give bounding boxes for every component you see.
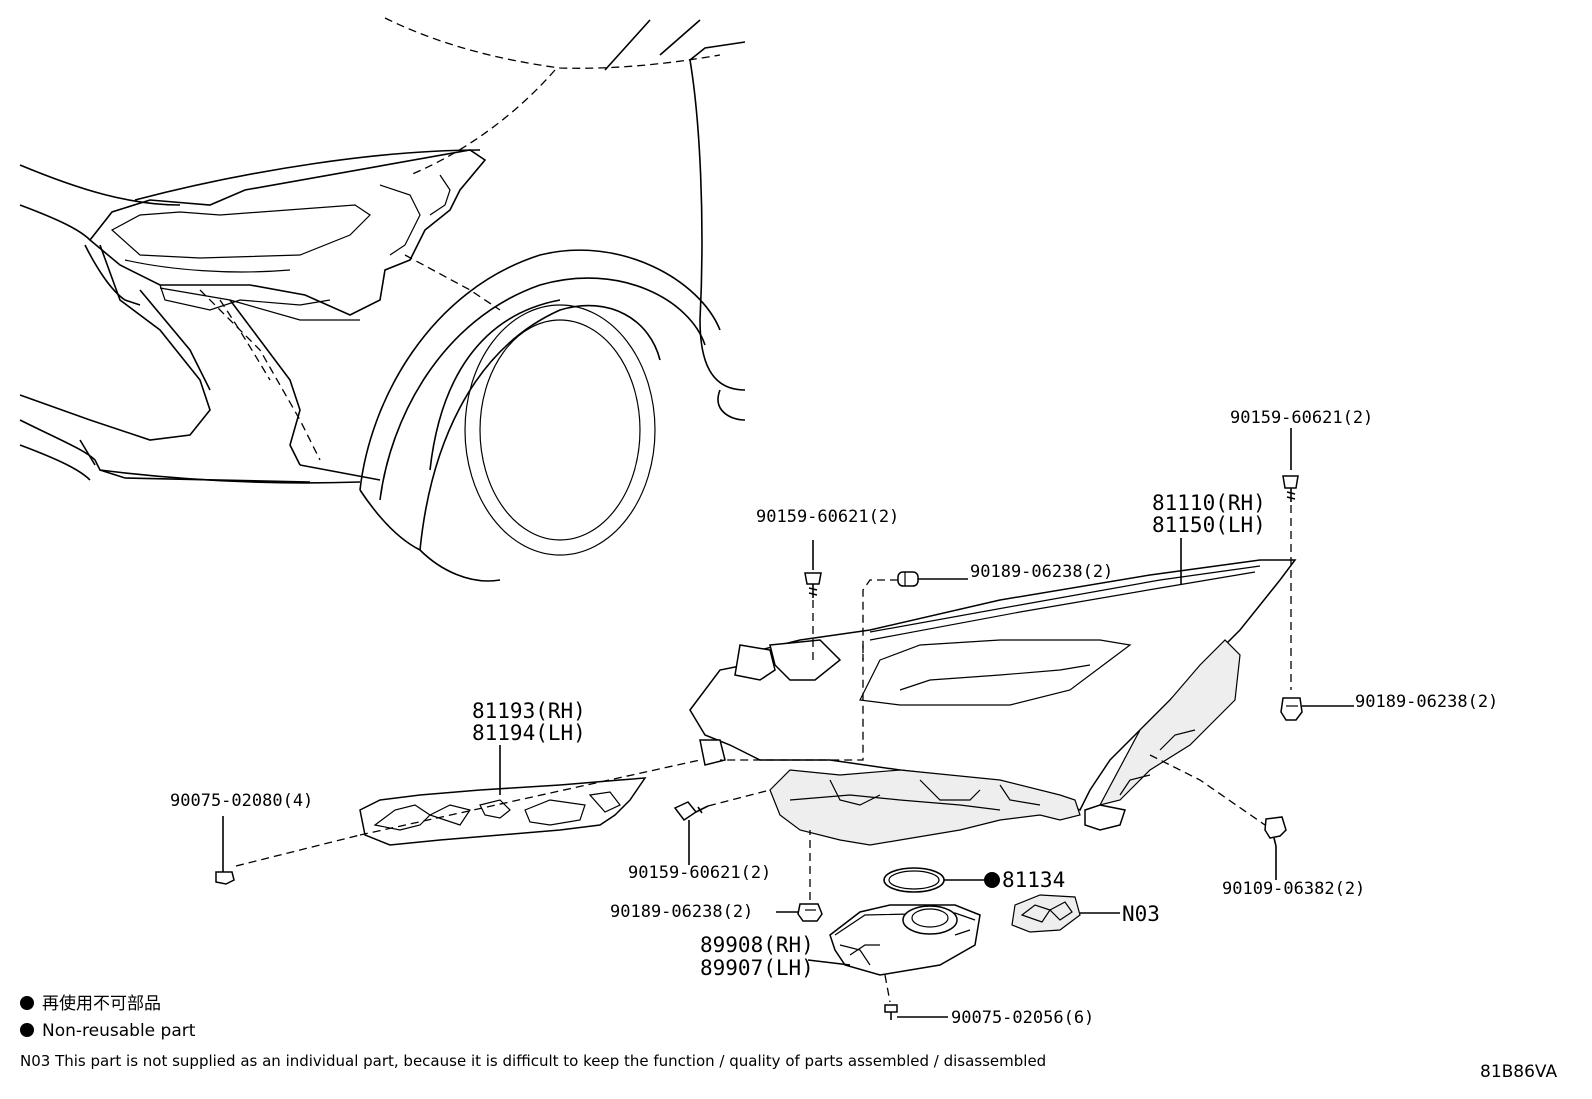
label-bracket-lh: 81194(LH) <box>472 721 586 745</box>
label-screw-lower-center: 90159-60621(2) <box>628 863 771 883</box>
legend-marker-jp <box>20 996 34 1010</box>
n03-socket <box>1011 894 1081 933</box>
headlamp-bracket <box>359 777 647 846</box>
label-gasket: 81134 <box>1002 868 1065 892</box>
hid-computer <box>829 904 981 976</box>
gasket-ring <box>883 867 945 893</box>
diagram-code: 81B86VA <box>1480 1062 1557 1082</box>
label-screw-bracket: 90075-02080(4) <box>170 791 313 811</box>
vehicle-front-body <box>19 17 746 582</box>
label-screw-computer: 90075-02056(6) <box>951 1008 1094 1028</box>
label-screw-top-right: 90159-60621(2) <box>1230 408 1373 428</box>
n03-footnote: N03 This part is not supplied as an indi… <box>20 1052 1046 1070</box>
label-bracket-rh: 81193(RH) <box>472 699 586 723</box>
callout-labels: 81110(RH) 81150(LH) 90159-60621(2) 90159… <box>170 408 1498 1028</box>
label-computer-lh: 89907(LH) <box>700 956 814 980</box>
legend-marker-en <box>20 1023 34 1037</box>
leader-lines <box>222 428 1354 1018</box>
label-computer-rh: 89908(RH) <box>700 933 814 957</box>
headlamp-assembly <box>689 559 1297 846</box>
label-n03: N03 <box>1122 902 1160 926</box>
label-nut-right: 90189-06238(2) <box>1355 692 1498 712</box>
label-headlamp-rh: 81110(RH) <box>1152 491 1266 515</box>
legend: 再使用不可部品 Non-reusable part <box>20 993 196 1041</box>
legend-non-reusable-jp: 再使用不可部品 <box>42 993 161 1014</box>
label-headlamp-lh: 81150(LH) <box>1152 513 1266 537</box>
fasteners <box>215 475 1303 1020</box>
legend-non-reusable-en: Non-reusable part <box>42 1021 196 1041</box>
label-nut-top: 90189-06238(2) <box>970 562 1113 582</box>
label-nut-bottom: 90189-06238(2) <box>610 902 753 922</box>
label-screw-top-center: 90159-60621(2) <box>756 507 899 527</box>
non-reusable-marker <box>984 872 1000 888</box>
label-bolt-right: 90109-06382(2) <box>1222 879 1365 899</box>
